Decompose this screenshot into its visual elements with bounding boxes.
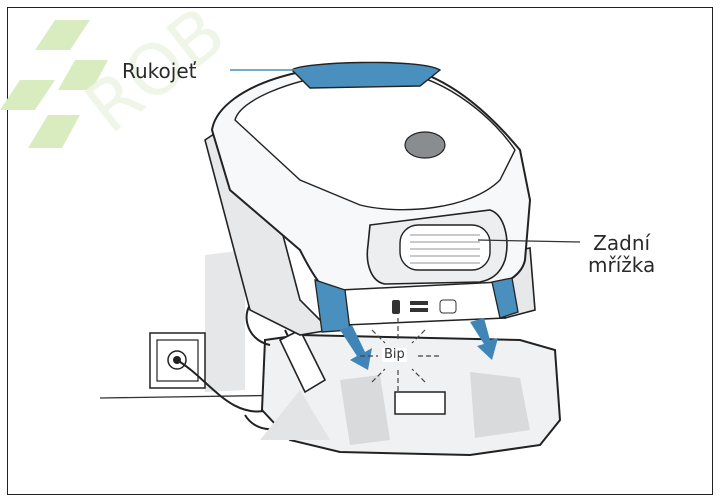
beep-label: Bip [382,348,407,362]
watermark-logo: ROB [0,0,240,149]
handle [292,62,440,88]
robot-cleaner [205,62,535,335]
rear-grille-label-line1: Zadní [588,232,655,254]
rear-grille-label-line2: mřížka [588,254,655,276]
handle-label: Rukojeť [122,60,196,82]
rear-grille-label: Zadní mřížka [588,232,655,276]
